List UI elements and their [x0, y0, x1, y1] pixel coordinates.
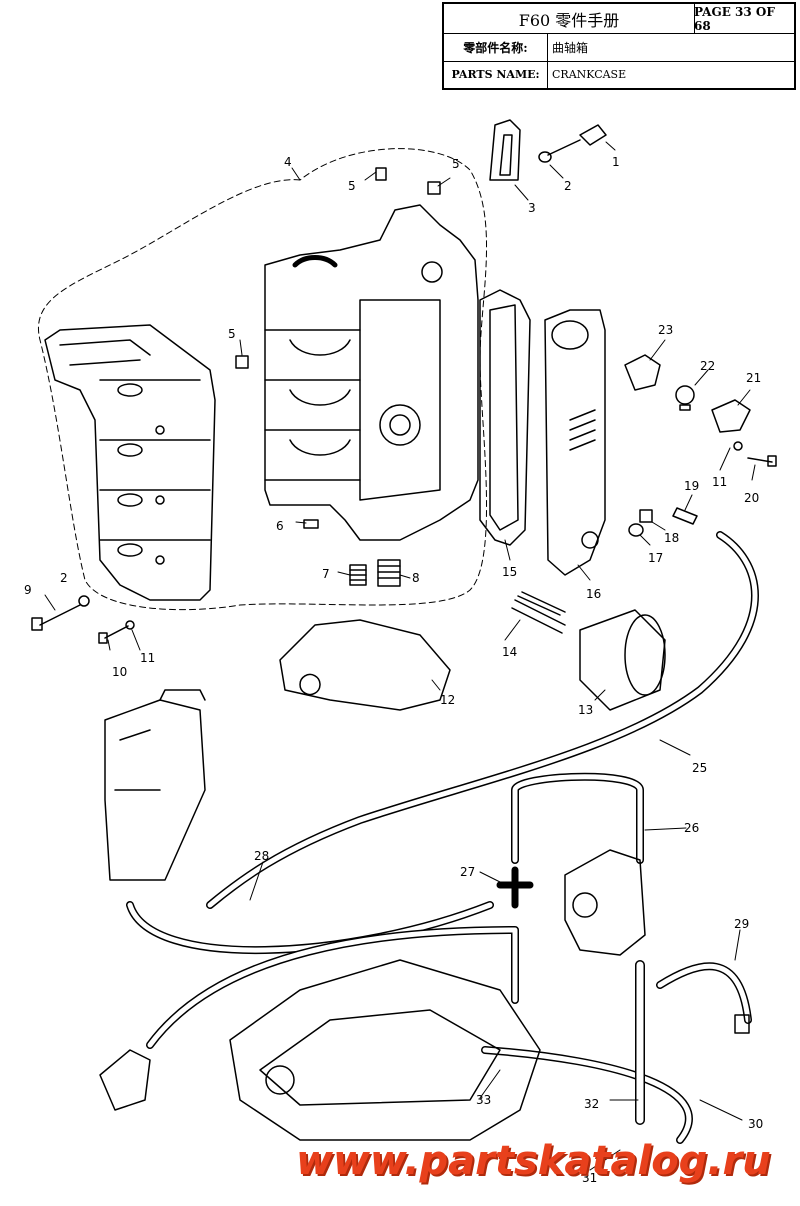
- callout-12: 12: [440, 693, 455, 707]
- cylinder-block: [264, 204, 479, 541]
- callout-27: 27: [460, 865, 475, 879]
- cn-name-label: 零部件名称:: [444, 33, 548, 61]
- callout-20: 20: [744, 491, 759, 505]
- spring-7: [349, 564, 367, 586]
- callout-8: 8: [412, 571, 420, 585]
- gasket-15: [479, 289, 531, 546]
- callout-13: 13: [578, 703, 593, 717]
- callout-2: 2: [564, 179, 572, 193]
- callout-32: 32: [584, 1097, 599, 1111]
- assembly-outline-4: [38, 148, 488, 611]
- callout-1: 1: [612, 155, 620, 169]
- page-number: PAGE 33 OF 68: [694, 4, 775, 33]
- hose-26: [511, 772, 644, 864]
- model-title: F60 零件手册: [444, 4, 695, 33]
- tee-fitting-27: [496, 866, 534, 909]
- callout-18: 18: [664, 531, 679, 545]
- callout-5c: 5: [228, 327, 236, 341]
- callout-5b: 5: [452, 157, 460, 171]
- dowels-5: [235, 167, 441, 369]
- callout-29: 29: [734, 917, 749, 931]
- callout-19: 19: [684, 479, 699, 493]
- callout-16: 16: [586, 587, 601, 601]
- callout-4: 4: [284, 155, 292, 169]
- callout-26: 26: [684, 821, 699, 835]
- callout-11b: 11: [712, 475, 727, 489]
- hose-29: [656, 962, 752, 1024]
- bracket-3: [489, 119, 521, 181]
- callout-25: 25: [692, 761, 707, 775]
- watermark-text: www.partskatalog.ru: [296, 1138, 771, 1184]
- dowel-6: [303, 519, 319, 529]
- thermostat-22: [675, 385, 695, 411]
- cn-name-value: 曲轴箱: [552, 40, 589, 55]
- thermostat-cover-21: [711, 399, 751, 433]
- spring-8: [377, 559, 401, 587]
- washer-2: [538, 151, 552, 163]
- callout-7: 7: [322, 567, 330, 581]
- gasket-12: [279, 619, 451, 711]
- callout-14: 14: [502, 645, 517, 659]
- en-name-label: PARTS NAME:: [444, 61, 548, 88]
- callout-15: 15: [502, 565, 517, 579]
- callout-6: 6: [276, 519, 284, 533]
- vapor-separator: [104, 689, 206, 881]
- bolt-20: [733, 441, 777, 467]
- callout-30: 30: [748, 1117, 763, 1131]
- callout-10: 10: [112, 665, 127, 679]
- en-name-value: CRANKCASE: [552, 68, 627, 81]
- callout-21: 21: [746, 371, 761, 385]
- bolt-1: [547, 124, 607, 156]
- exhaust-cover-16: [544, 309, 606, 576]
- sensor-31: [99, 1049, 151, 1111]
- callout-5a: 5: [348, 179, 356, 193]
- title-block: F60 零件手册 PAGE 33 OF 68 零部件名称: 曲轴箱 PARTS …: [442, 2, 796, 90]
- bolt-10: [98, 620, 135, 644]
- cn-name-row: 零部件名称: 曲轴箱: [444, 33, 794, 62]
- callout-22: 22: [700, 359, 715, 373]
- callout-31: 31: [582, 1171, 597, 1185]
- gasket-23: [624, 354, 661, 391]
- callout-23: 23: [658, 323, 673, 337]
- bolt-9: [31, 595, 90, 631]
- callout-28: 28: [254, 849, 269, 863]
- callout-9: 9: [24, 583, 32, 597]
- crankcase-left-half: [44, 324, 216, 601]
- fuel-pump: [564, 849, 646, 956]
- base-plate: [229, 959, 541, 1141]
- en-name-row: PARTS NAME: CRANKCASE: [444, 61, 794, 88]
- callout-11a: 11: [140, 651, 155, 665]
- plug-18: [639, 509, 653, 523]
- fitting-29: [734, 1014, 750, 1034]
- leader-lines: [44, 141, 756, 1171]
- callout-33: 33: [476, 1093, 491, 1107]
- washer-17: [628, 523, 644, 537]
- oil-filter-13: [579, 609, 666, 711]
- spring-14: [511, 591, 566, 634]
- callout-17: 17: [648, 551, 663, 565]
- callout-3: 3: [528, 201, 536, 215]
- callout-2b: 2: [60, 571, 68, 585]
- title-row: F60 零件手册 PAGE 33 OF 68: [444, 4, 794, 34]
- fitting-19: [672, 507, 698, 525]
